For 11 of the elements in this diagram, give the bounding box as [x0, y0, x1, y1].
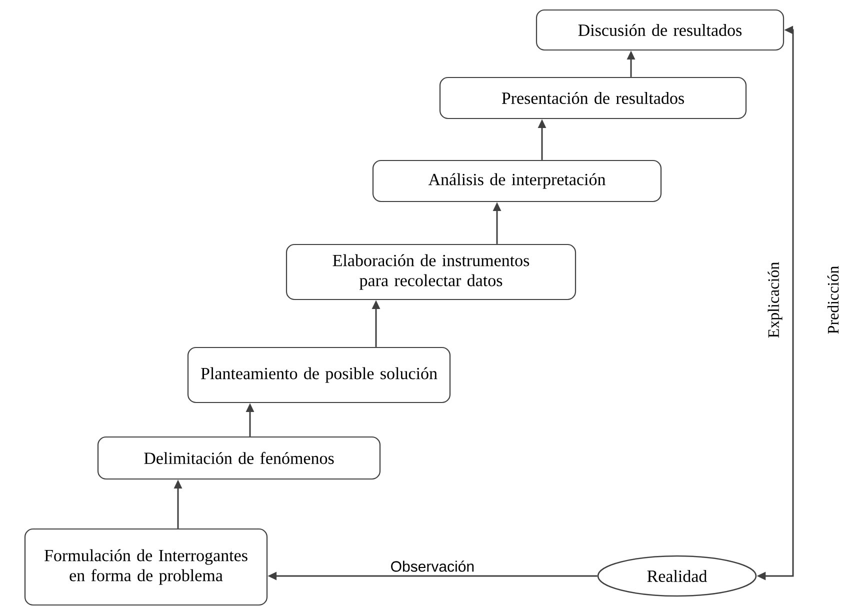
ellipse-node: Realidad: [597, 555, 757, 597]
process-box: Análisis de interpretación: [372, 160, 662, 202]
process-box: Discusión de resultados: [536, 9, 784, 51]
side-label: Predicción: [827, 266, 839, 334]
process-box: Formulación de Interrogantes en forma de problema: [24, 528, 268, 606]
side-label: Explicación: [768, 262, 782, 338]
process-box: Elaboración de instrumentos para recolectar datos: [286, 244, 576, 300]
process-box: Presentación de resultados: [439, 76, 747, 120]
process-box: Delimitación de fenómenos: [97, 436, 381, 480]
process-box: Planteamiento de posible solución: [187, 346, 451, 404]
edge-label: Observación: [389, 560, 476, 573]
